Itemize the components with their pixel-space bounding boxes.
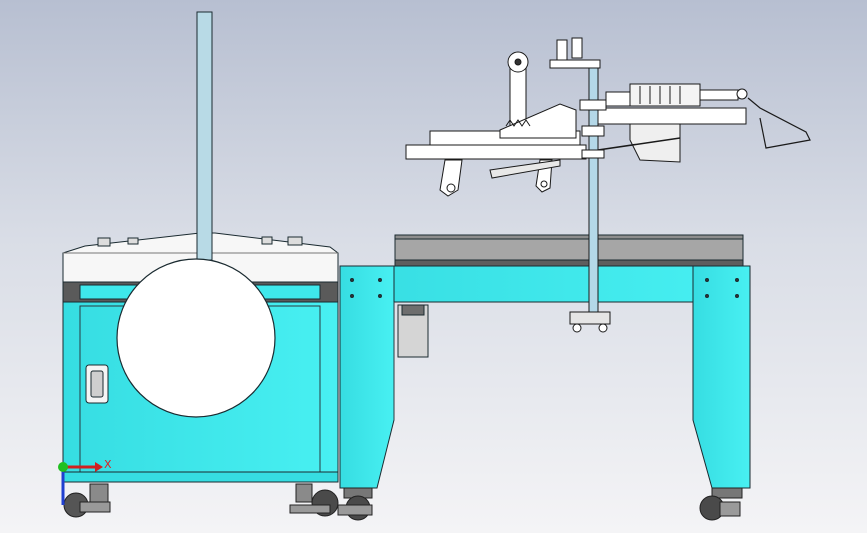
casters — [63, 483, 743, 521]
guide-bracket — [747, 97, 811, 149]
roof-fitting — [287, 236, 303, 246]
shaft-clamp — [569, 311, 611, 325]
head-arm — [597, 107, 747, 125]
head-base-plate — [405, 144, 587, 160]
caster-wheel — [63, 483, 111, 518]
lever-arm — [439, 159, 463, 197]
roof-fitting — [127, 237, 139, 245]
valve-fitting — [571, 37, 583, 59]
table-leg-right — [692, 265, 751, 489]
air-cylinder — [605, 83, 748, 107]
feed-pole — [196, 11, 213, 261]
axis-x-arrowhead — [95, 462, 103, 472]
roof-fitting — [97, 237, 111, 247]
caster-wheel — [289, 483, 339, 517]
table-leg-left — [339, 265, 395, 489]
axis-x-label: X — [104, 458, 112, 471]
head-cover — [499, 103, 577, 139]
sealing-head-assembly — [405, 37, 811, 333]
axis-y-dot — [58, 462, 68, 472]
caster-wheel — [337, 487, 373, 521]
coordinate-triad: X — [58, 458, 112, 505]
table-beam — [339, 265, 751, 303]
spool-disc — [116, 258, 276, 418]
work-table — [339, 234, 751, 489]
roof-fitting — [261, 236, 273, 245]
caster-wheel — [699, 487, 743, 521]
valve-fitting — [556, 39, 568, 61]
